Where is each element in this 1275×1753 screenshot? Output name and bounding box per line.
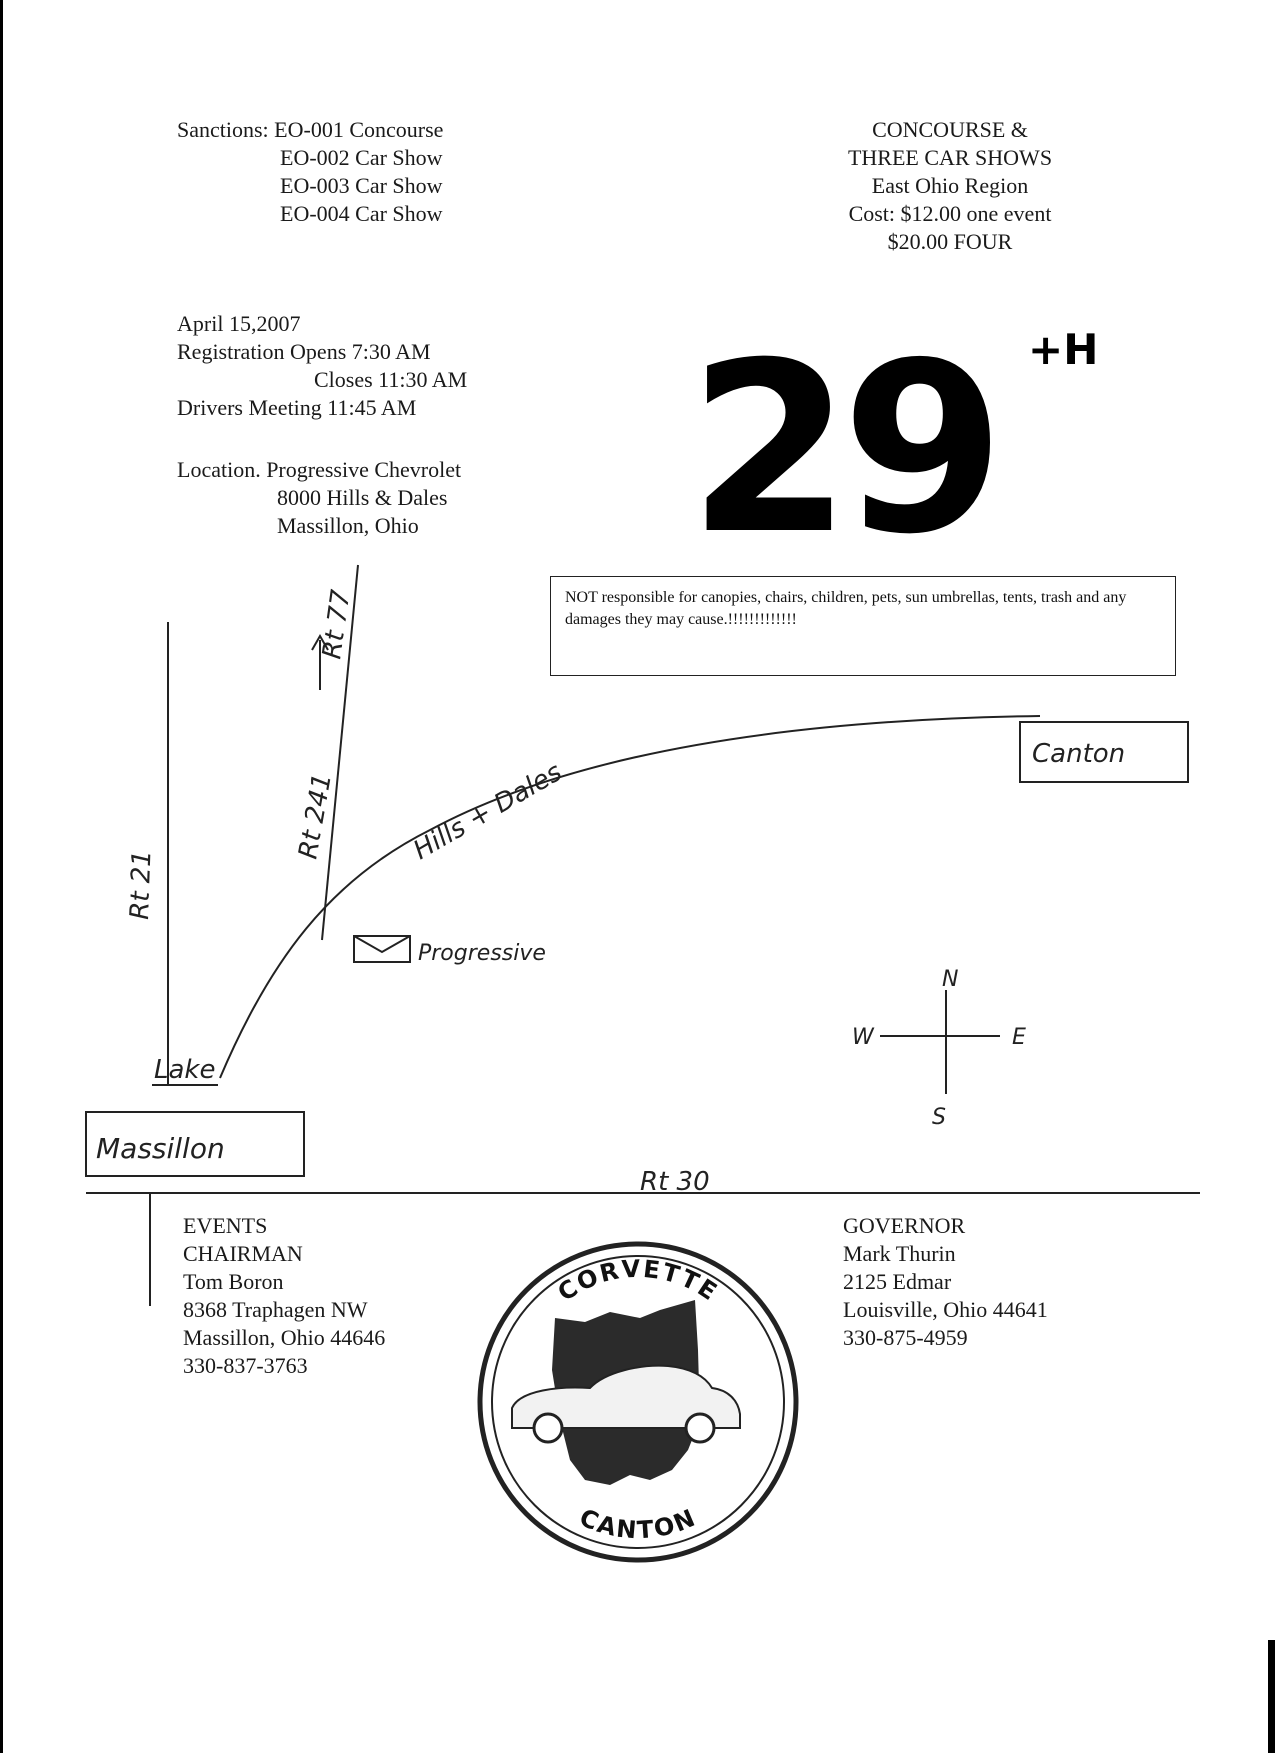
map-roads bbox=[85, 564, 1200, 1306]
location-line-2: 8000 Hills & Dales bbox=[277, 485, 448, 510]
compass-west: W bbox=[852, 1025, 875, 1050]
disclaimer-text: NOT responsible for canopies, chairs, ch… bbox=[565, 589, 1127, 628]
scan-edge-mark bbox=[1268, 1640, 1275, 1753]
canton-label: Canton bbox=[1032, 739, 1125, 769]
sanction-item: EO-002 Car Show bbox=[280, 145, 443, 170]
sanctions-label: Sanctions: bbox=[177, 117, 269, 142]
rt77-arrow-head bbox=[311, 633, 329, 651]
governor-city: Louisville, Ohio 44641 bbox=[843, 1297, 1048, 1322]
sanction-item: EO-004 Car Show bbox=[280, 201, 443, 226]
location-line-3: Massillon, Ohio bbox=[277, 513, 419, 538]
registration-opens: Registration Opens 7:30 AM bbox=[177, 339, 431, 364]
cost-line-2: $20.00 FOUR bbox=[887, 229, 1013, 254]
governor-name: Mark Thurin bbox=[843, 1241, 956, 1266]
sanctions-line-1: Sanctions: EO-001 Concourse bbox=[177, 116, 443, 144]
rt30-label: Rt 30 bbox=[640, 1167, 710, 1197]
event-schedule: April 15,2007 Registration Opens 7:30 AM… bbox=[177, 310, 467, 422]
svg-text:CANTON: CANTON bbox=[575, 1503, 700, 1544]
header-line-3: East Ohio Region bbox=[871, 173, 1029, 198]
events-title-2: CHAIRMAN bbox=[183, 1241, 303, 1266]
chairman-name: Tom Boron bbox=[183, 1269, 284, 1294]
logo-bottom-text: CANTON bbox=[575, 1503, 698, 1544]
header-line-1: CONCOURSE & bbox=[872, 117, 1028, 142]
compass-north: N bbox=[942, 967, 958, 992]
massillon-box bbox=[85, 1111, 305, 1177]
progressive-marker-flap bbox=[353, 935, 411, 954]
disclaimer-box: NOT responsible for canopies, chairs, ch… bbox=[550, 576, 1176, 676]
chairman-city: Massillon, Ohio 44646 bbox=[183, 1325, 386, 1350]
location-line-1: Location. Progressive Chevrolet bbox=[177, 457, 462, 482]
governor-title: GOVERNOR bbox=[843, 1213, 966, 1238]
rt21-label: Rt 21 bbox=[125, 850, 157, 921]
progressive-marker-icon bbox=[353, 935, 411, 963]
svg-text:CORVETTE: CORVETTE bbox=[553, 1255, 724, 1307]
anniversary-suffix: +H bbox=[1028, 325, 1098, 374]
lake-label: Lake bbox=[154, 1055, 215, 1085]
event-header: CONCOURSE & THREE CAR SHOWS East Ohio Re… bbox=[820, 116, 1080, 256]
events-chairman-block: EVENTS CHAIRMAN Tom Boron 8368 Traphagen… bbox=[183, 1212, 385, 1380]
road-hills-dales bbox=[219, 715, 1041, 1079]
logo-top-text: CORVETTE bbox=[553, 1255, 722, 1307]
road-rt241 bbox=[321, 564, 359, 941]
location-block: Location. Progressive Chevrolet 8000 Hil… bbox=[177, 456, 461, 540]
chairman-phone: 330-837-3763 bbox=[183, 1353, 308, 1378]
drivers-meeting: Drivers Meeting 11:45 AM bbox=[177, 395, 417, 420]
hills-dales-label: Hills + Dales bbox=[409, 757, 568, 866]
governor-block: GOVERNOR Mark Thurin 2125 Edmar Louisvil… bbox=[843, 1212, 1048, 1352]
sanctions-block: Sanctions: EO-001 Concourse EO-002 Car S… bbox=[177, 116, 443, 228]
governor-address: 2125 Edmar bbox=[843, 1269, 952, 1294]
header-line-2: THREE CAR SHOWS bbox=[847, 145, 1053, 170]
cost-line-1: Cost: $12.00 one event bbox=[848, 201, 1052, 226]
sanction-item: EO-001 Concourse bbox=[274, 117, 444, 142]
governor-phone: 330-875-4959 bbox=[843, 1325, 968, 1350]
car-wheel-front bbox=[532, 1412, 564, 1444]
registration-closes: Closes 11:30 AM bbox=[314, 367, 468, 392]
corvette-club-logo: CORVETTE CANTON bbox=[477, 1241, 799, 1563]
canton-box bbox=[1019, 721, 1189, 783]
corvette-car-icon bbox=[511, 1364, 741, 1429]
car-wheel-rear bbox=[684, 1412, 716, 1444]
scan-left-edge bbox=[0, 0, 3, 1753]
chairman-address: 8368 Traphagen NW bbox=[183, 1297, 368, 1322]
anniversary-number: 29 bbox=[688, 313, 995, 586]
progressive-label: Progressive bbox=[418, 941, 546, 966]
compass-east: E bbox=[1012, 1025, 1026, 1050]
sanction-item: EO-003 Car Show bbox=[280, 173, 443, 198]
compass-south: S bbox=[932, 1105, 946, 1130]
massillon-label: Massillon bbox=[96, 1132, 225, 1165]
event-date: April 15,2007 bbox=[177, 311, 301, 336]
events-title-1: EVENTS bbox=[183, 1213, 268, 1238]
